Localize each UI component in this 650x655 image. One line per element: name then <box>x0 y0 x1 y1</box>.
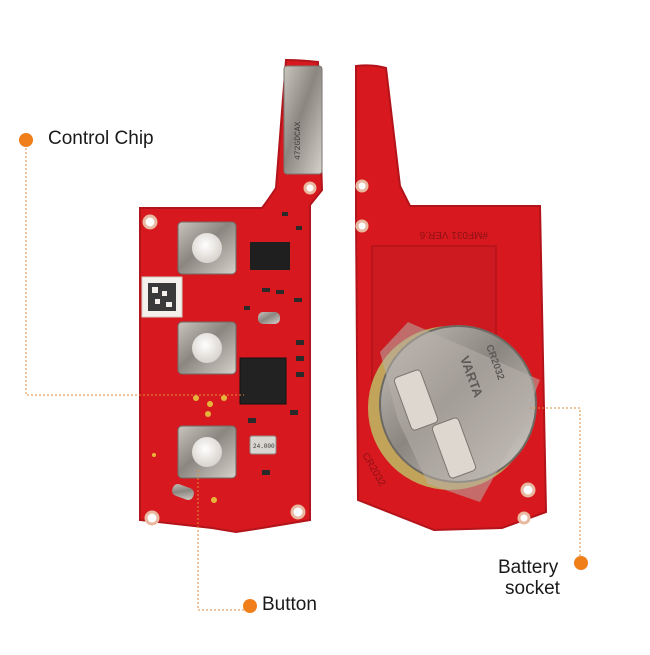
test-pads <box>152 395 227 503</box>
board-model: #MF031 VER.6 <box>419 229 488 240</box>
crystal-small <box>258 312 280 324</box>
button-middle <box>177 321 237 375</box>
button-label: Button <box>262 594 317 615</box>
chip-marking: 472GDCAX <box>294 121 303 160</box>
battery-socket-label-line2: socket <box>505 578 560 599</box>
battery-socket-marker <box>574 556 588 570</box>
battery-socket-label-line1: Battery <box>498 557 559 578</box>
leader-control-chip <box>25 140 244 396</box>
button-bottom <box>177 425 237 479</box>
leader-button <box>197 470 244 611</box>
leader-lines <box>25 140 581 611</box>
mounting-holes-right <box>355 179 536 525</box>
button-marker <box>243 599 257 613</box>
barcode-label <box>141 276 183 318</box>
right-circuit-board: #MF031 VER.6 VARTA CR2032 CR2032 <box>355 64 548 532</box>
control-chip <box>239 357 287 405</box>
mounting-holes-left <box>142 181 317 526</box>
button-top <box>177 221 237 275</box>
left-circuit-board: 472GDCAX <box>139 58 324 534</box>
crystal-oscillator: 24.000 <box>249 435 277 455</box>
blade-connector: 472GDCAX <box>283 65 323 175</box>
eeprom-chip <box>250 242 290 270</box>
leader-battery <box>530 407 581 560</box>
smd-components <box>244 212 304 475</box>
control-chip-label: Control Chip <box>48 128 154 149</box>
control-chip-marker <box>19 133 33 147</box>
crystal-small-bottom <box>172 484 194 500</box>
crystal-marking: 24.000 <box>253 443 275 450</box>
battery-holder: VARTA CR2032 <box>368 322 540 502</box>
